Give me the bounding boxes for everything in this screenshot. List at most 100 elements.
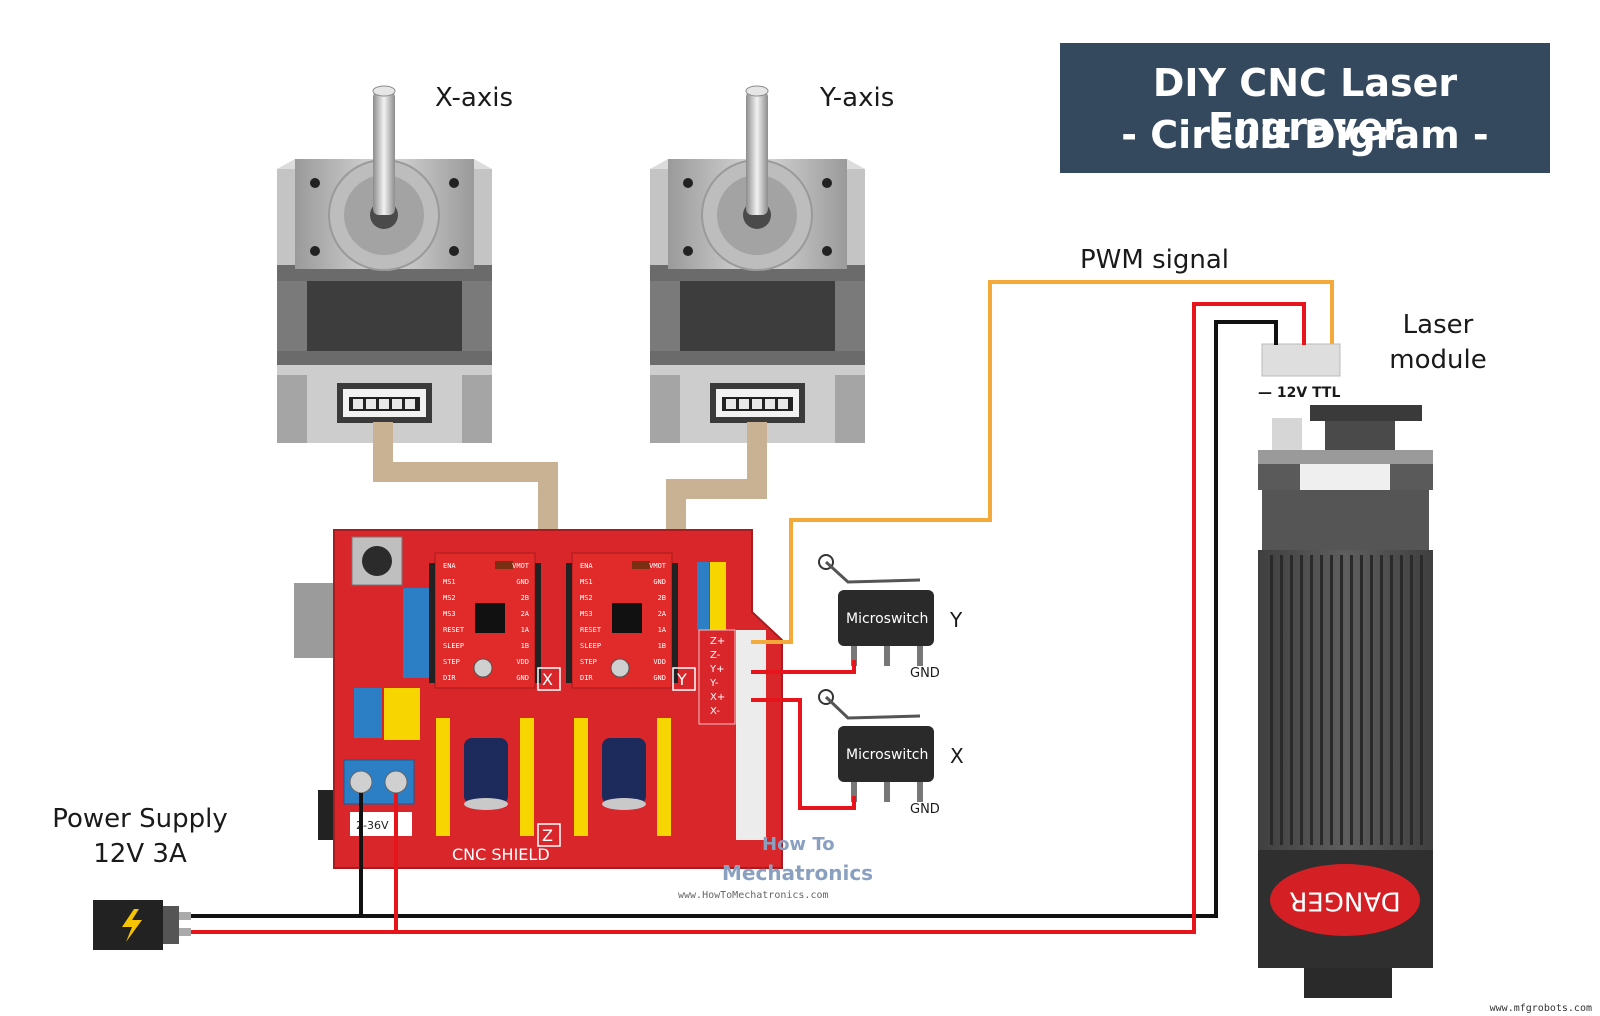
endstop-pin-label: Y- <box>709 678 719 689</box>
wire-power-red <box>188 302 1306 934</box>
stepper-driver-x <box>428 552 542 689</box>
wire-y-endstop <box>751 660 856 674</box>
heatsink-fin <box>1360 555 1363 845</box>
gnd-label-top: GND <box>910 666 940 681</box>
watermark-url: www.HowToMechatronics.com <box>678 890 829 901</box>
screw-terminal: 2-36V <box>343 759 415 836</box>
laser-pins-label: — 12V TTL <box>1258 385 1340 401</box>
heatsink-fin <box>1390 555 1393 845</box>
driver-pin-label: MS3 <box>580 610 593 618</box>
heatsink-fin <box>1400 555 1403 845</box>
power-supply-label-line-1: Power Supply <box>52 804 227 834</box>
driver-pin-label: 1A <box>658 626 667 634</box>
capacitors <box>464 738 646 810</box>
watermark-line-2: Mechatronics <box>722 861 873 885</box>
heatsink-fin <box>1270 555 1273 845</box>
heatsink-fin <box>1420 555 1423 845</box>
danger-label: DANGER <box>1289 886 1400 916</box>
endstop-pin-label: Z+ <box>710 636 725 647</box>
cnc-shield-label: CNC SHIELD <box>452 845 550 864</box>
power-jack <box>93 900 191 950</box>
driver-pin-label: GND <box>653 674 666 682</box>
driver-pin-label: MS2 <box>443 594 456 602</box>
x-axis-label: X-axis <box>435 83 513 113</box>
switch-x-label: X <box>950 744 964 768</box>
laser-label-line-2: module <box>1389 345 1486 375</box>
wire-x-endstop <box>751 698 856 810</box>
heatsink-fin <box>1370 555 1373 845</box>
driver-pin-label: RESET <box>443 626 465 634</box>
heatsink-fin <box>1280 555 1283 845</box>
driver-pin-label: 2B <box>521 594 529 602</box>
yellow-headers <box>436 562 726 836</box>
driver-pin-label: SLEEP <box>580 642 601 650</box>
driver-pin-label: VDD <box>653 658 666 666</box>
wire-pwm-signal <box>751 280 1334 644</box>
laser-label-line-1: Laser <box>1403 310 1474 340</box>
endstop-pin-label: Y+ <box>709 664 725 675</box>
driver-pin-label: 2A <box>521 610 530 618</box>
driver-pin-label: RESET <box>580 626 602 634</box>
heatsink-fin <box>1350 555 1353 845</box>
driver-pin-label: 2B <box>658 594 666 602</box>
wire-power-black <box>188 320 1278 918</box>
heatsink-fin <box>1310 555 1313 845</box>
title-line-1: DIY CNC Laser Engraver <box>1152 61 1458 149</box>
driver-pin-label: DIR <box>443 674 456 682</box>
stepper-motor-x <box>276 85 493 444</box>
driver-pin-label: VDD <box>516 658 529 666</box>
microswitch-x-label: Microswitch <box>846 747 928 763</box>
microswitch-y: Microswitch <box>818 554 934 666</box>
laser-module: DANGER <box>1258 343 1433 998</box>
gnd-label-bottom: GND <box>910 802 940 817</box>
heatsink-fin <box>1410 555 1413 845</box>
driver-pin-label: 1B <box>658 642 666 650</box>
heatsink-fin <box>1380 555 1383 845</box>
heatsink-fin <box>1300 555 1303 845</box>
driver-z-label: Z <box>542 826 553 845</box>
driver-pin-label: GND <box>653 578 666 586</box>
driver-pin-label: ENA <box>580 562 593 570</box>
source-url: www.mfgrobots.com <box>1490 1003 1592 1014</box>
blue-header-left <box>354 588 429 740</box>
heatsink-fin <box>1340 555 1343 845</box>
stepper-driver-y <box>565 552 679 689</box>
driver-pin-label: 1B <box>521 642 529 650</box>
endstop-pin-label: Z- <box>710 650 721 661</box>
driver-pin-label: GND <box>516 674 529 682</box>
switch-y-label: Y <box>949 608 963 632</box>
endstop-pin-labels: Z+Z-Y+Y-X+X- <box>709 636 725 717</box>
driver-pin-label: STEP <box>443 658 460 666</box>
driver-x-label: X <box>542 670 553 689</box>
endstop-pin-label: X- <box>710 706 720 717</box>
driver-pin-label: ENA <box>443 562 456 570</box>
heatsink-fin <box>1330 555 1333 845</box>
driver-y-label: Y <box>676 670 687 689</box>
driver-pin-label: SLEEP <box>443 642 464 650</box>
driver-pin-label: MS3 <box>443 610 456 618</box>
microswitch-y-label: Microswitch <box>846 611 928 627</box>
power-supply-label-line-2: 12V 3A <box>93 839 187 869</box>
terminal-voltage-label: 2-36V <box>356 819 389 832</box>
title-banner: DIY CNC Laser Engraver - Circuit Digram … <box>1060 43 1550 173</box>
endstop-header <box>698 629 766 840</box>
watermark-line-1: How To <box>762 834 835 855</box>
driver-pin-label: GND <box>516 578 529 586</box>
heatsink-fin <box>1290 555 1293 845</box>
driver-pin-label: MS1 <box>443 578 456 586</box>
driver-pin-label: VMOT <box>512 562 530 570</box>
driver-pin-label: VMOT <box>649 562 667 570</box>
microswitch-x: Microswitch <box>818 689 934 802</box>
driver-pin-label: 2A <box>658 610 667 618</box>
title-line-2: - Circuit Digram - <box>1121 113 1489 157</box>
driver-pin-label: MS1 <box>580 578 593 586</box>
stepper-motor-y <box>649 85 866 444</box>
driver-pin-label: MS2 <box>580 594 593 602</box>
heatsink-fin <box>1320 555 1323 845</box>
driver-pin-label: 1A <box>521 626 530 634</box>
pwm-signal-label: PWM signal <box>1080 245 1229 275</box>
driver-pin-label: STEP <box>580 658 597 666</box>
y-axis-label: Y-axis <box>819 83 894 113</box>
